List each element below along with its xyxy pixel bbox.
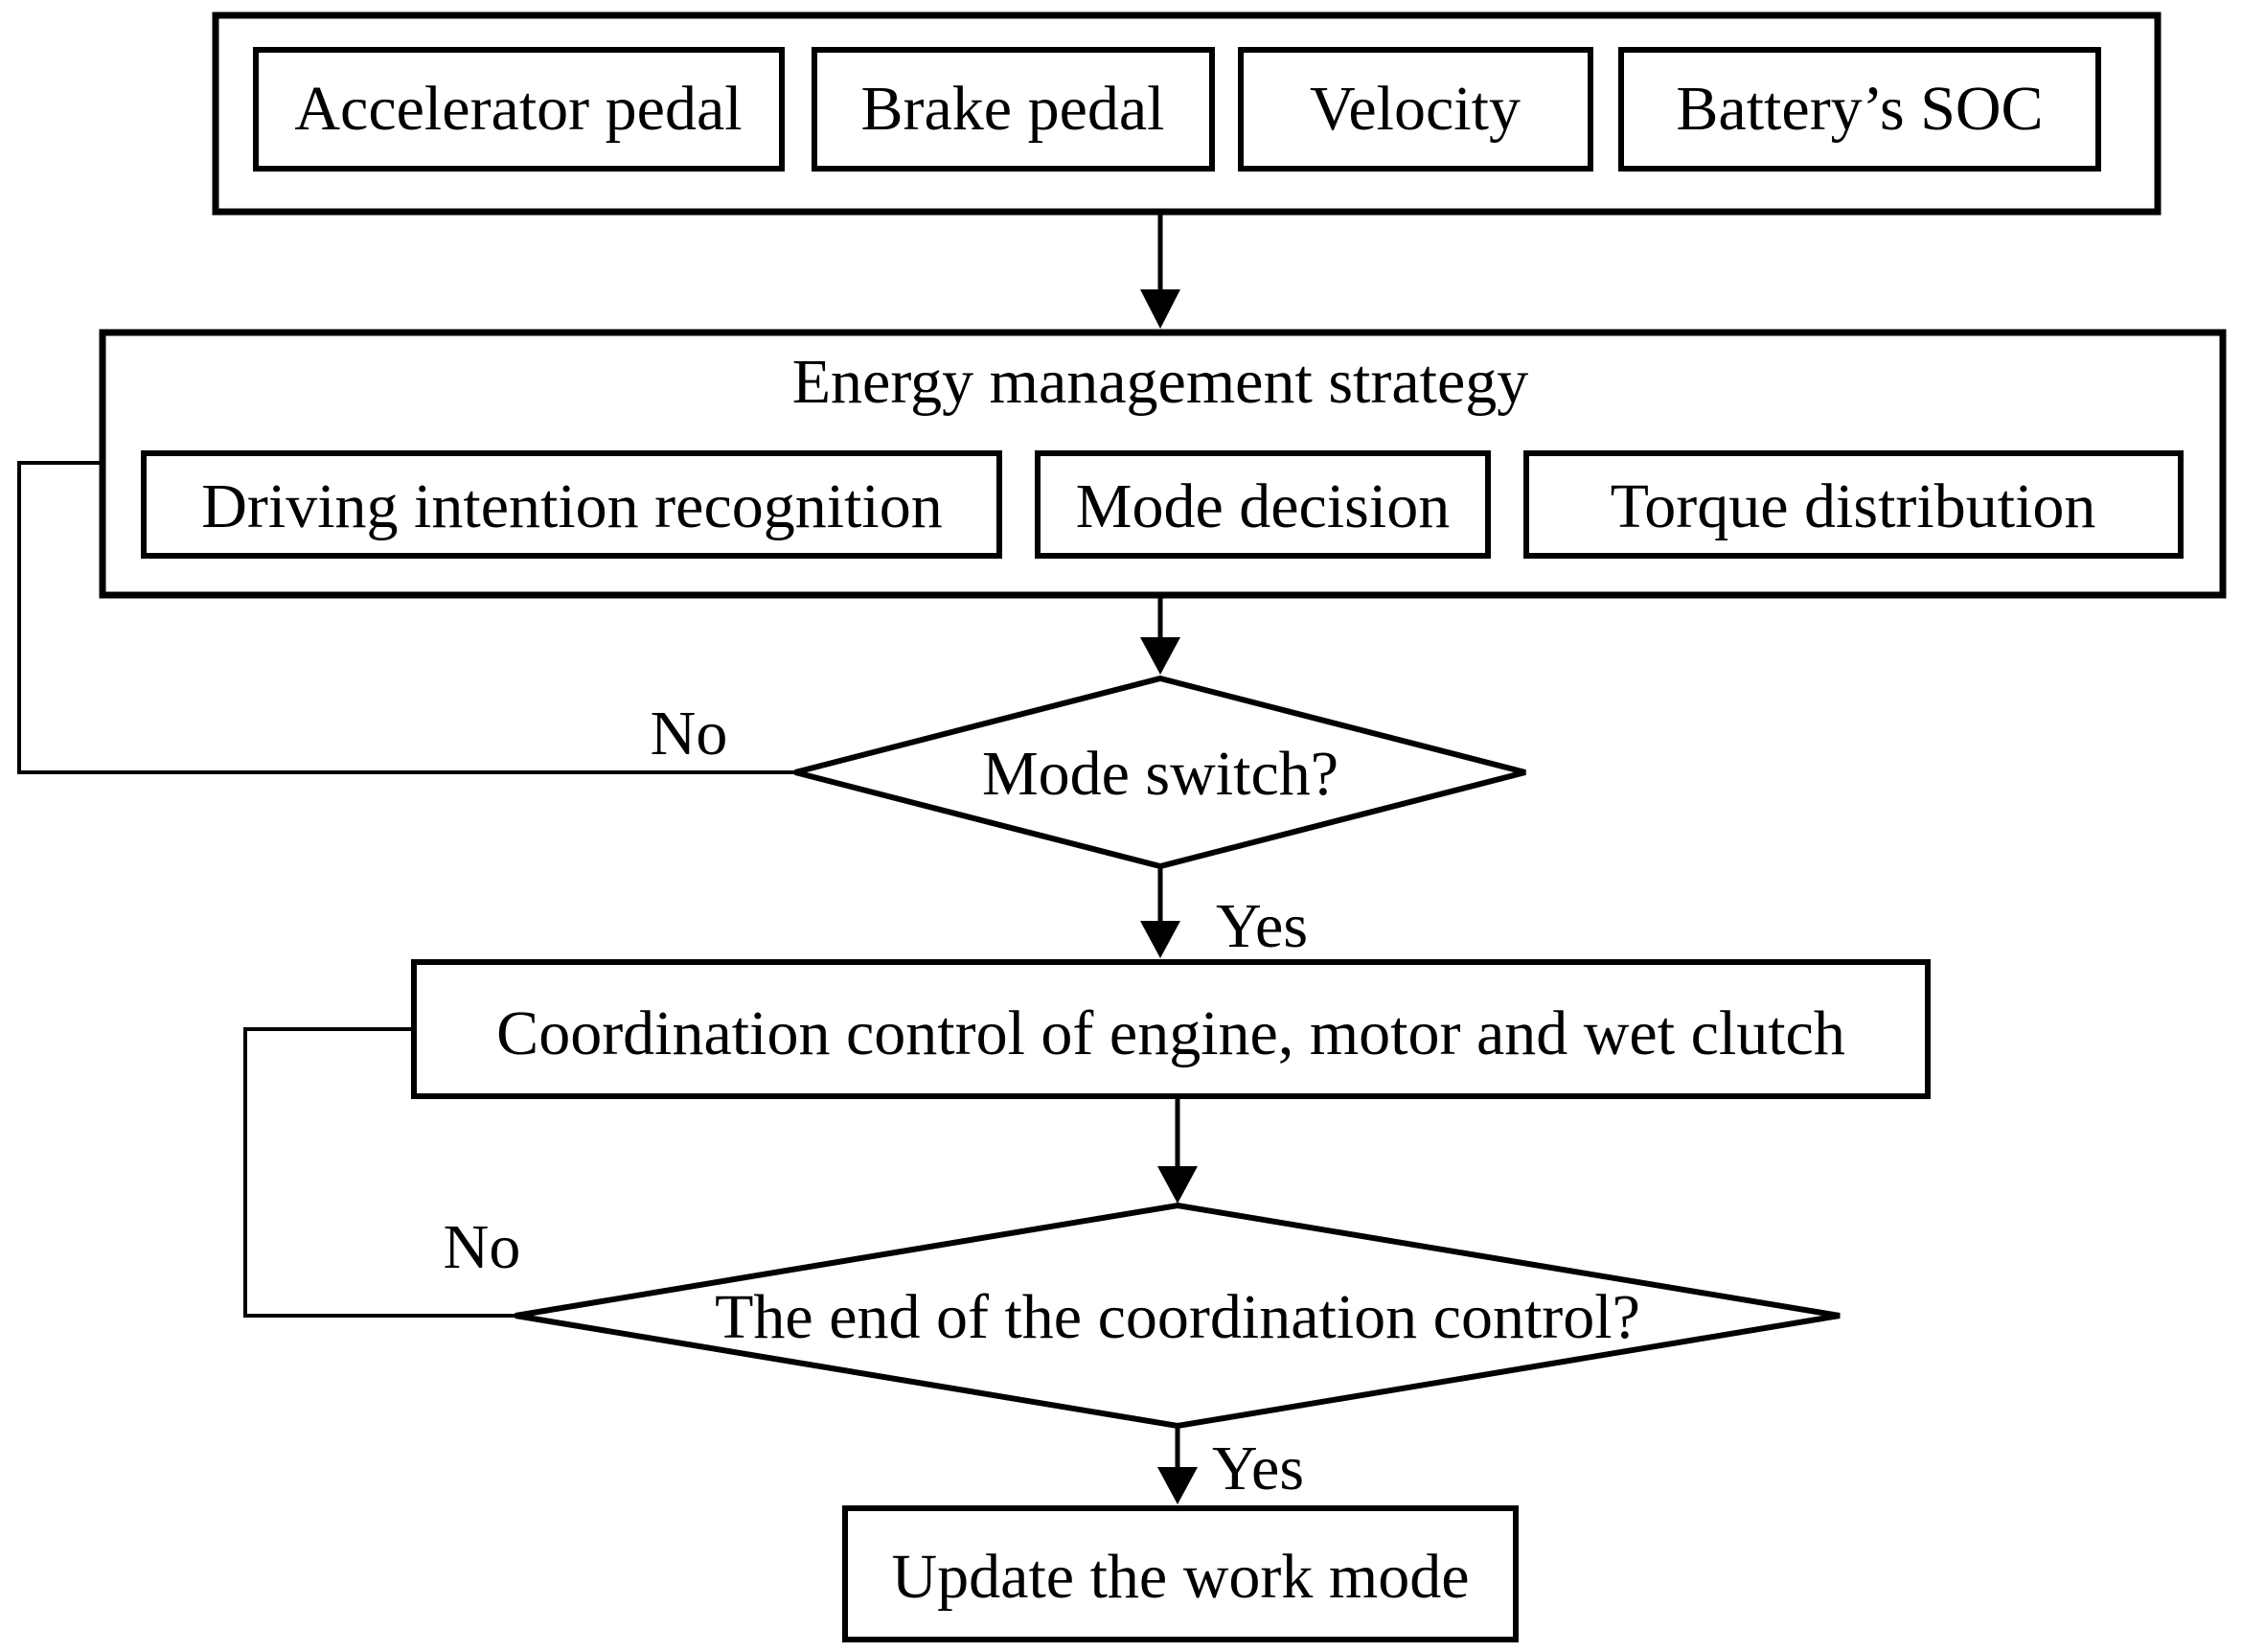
battery-soc-box bbox=[1618, 47, 2101, 172]
torque-distribution-box bbox=[1523, 450, 2184, 559]
driving-intention-label: Driving intention recognition bbox=[201, 471, 943, 541]
end-check-question: The end of the coordination control? bbox=[715, 1282, 1640, 1352]
energy-management-title: Energy management strategy bbox=[792, 347, 1529, 417]
inputs-group: Accelerator pedal Brake pedal Velocity B… bbox=[212, 11, 2162, 216]
accelerator-pedal-label: Accelerator pedal bbox=[294, 74, 742, 144]
arrow-mode-switch-yes: Yes bbox=[1140, 866, 1308, 961]
coordination-control-group: Coordination control of engine, motor an… bbox=[411, 959, 1931, 1099]
torque-distribution-label: Torque distribution bbox=[1611, 471, 2096, 541]
mode-switch-yes-label: Yes bbox=[1216, 891, 1308, 961]
arrow-ems-to-mode-switch bbox=[1140, 595, 1180, 675]
brake-pedal-label: Brake pedal bbox=[860, 74, 1164, 144]
mode-switch-question: Mode switch? bbox=[982, 739, 1338, 809]
coordination-control-label: Coordination control of engine, motor an… bbox=[496, 998, 1845, 1068]
mode-decision-label: Mode decision bbox=[1076, 471, 1450, 541]
energy-management-group: Energy management strategy Driving inten… bbox=[99, 329, 2227, 599]
end-check-yes-label: Yes bbox=[1212, 1434, 1304, 1503]
mode-switch-group: Mode switch? bbox=[794, 675, 1526, 870]
update-mode-box bbox=[842, 1505, 1519, 1642]
end-check-group: The end of the coordination control? bbox=[515, 1202, 1841, 1430]
end-check-no-label: No bbox=[444, 1212, 521, 1282]
coordination-control-box bbox=[411, 959, 1931, 1099]
mode-switch-no-label: No bbox=[651, 699, 728, 769]
accelerator-pedal-box bbox=[253, 47, 785, 172]
update-mode-label: Update the work mode bbox=[892, 1542, 1470, 1612]
battery-soc-label: Battery’s SOC bbox=[1676, 74, 2043, 144]
driving-intention-box bbox=[141, 450, 1002, 559]
arrow-inputs-to-ems bbox=[1140, 212, 1180, 329]
arrow-coordination-to-end-check bbox=[1157, 1096, 1198, 1204]
mode-decision-box bbox=[1035, 450, 1491, 559]
velocity-label: Velocity bbox=[1310, 74, 1521, 144]
brake-pedal-box bbox=[812, 47, 1215, 172]
mode-switch-no-loop: No bbox=[17, 461, 795, 774]
end-check-no-loop: No bbox=[243, 1027, 521, 1318]
arrow-end-check-yes: Yes bbox=[1157, 1426, 1304, 1504]
velocity-box bbox=[1238, 47, 1593, 172]
update-mode-group: Update the work mode bbox=[842, 1505, 1519, 1642]
